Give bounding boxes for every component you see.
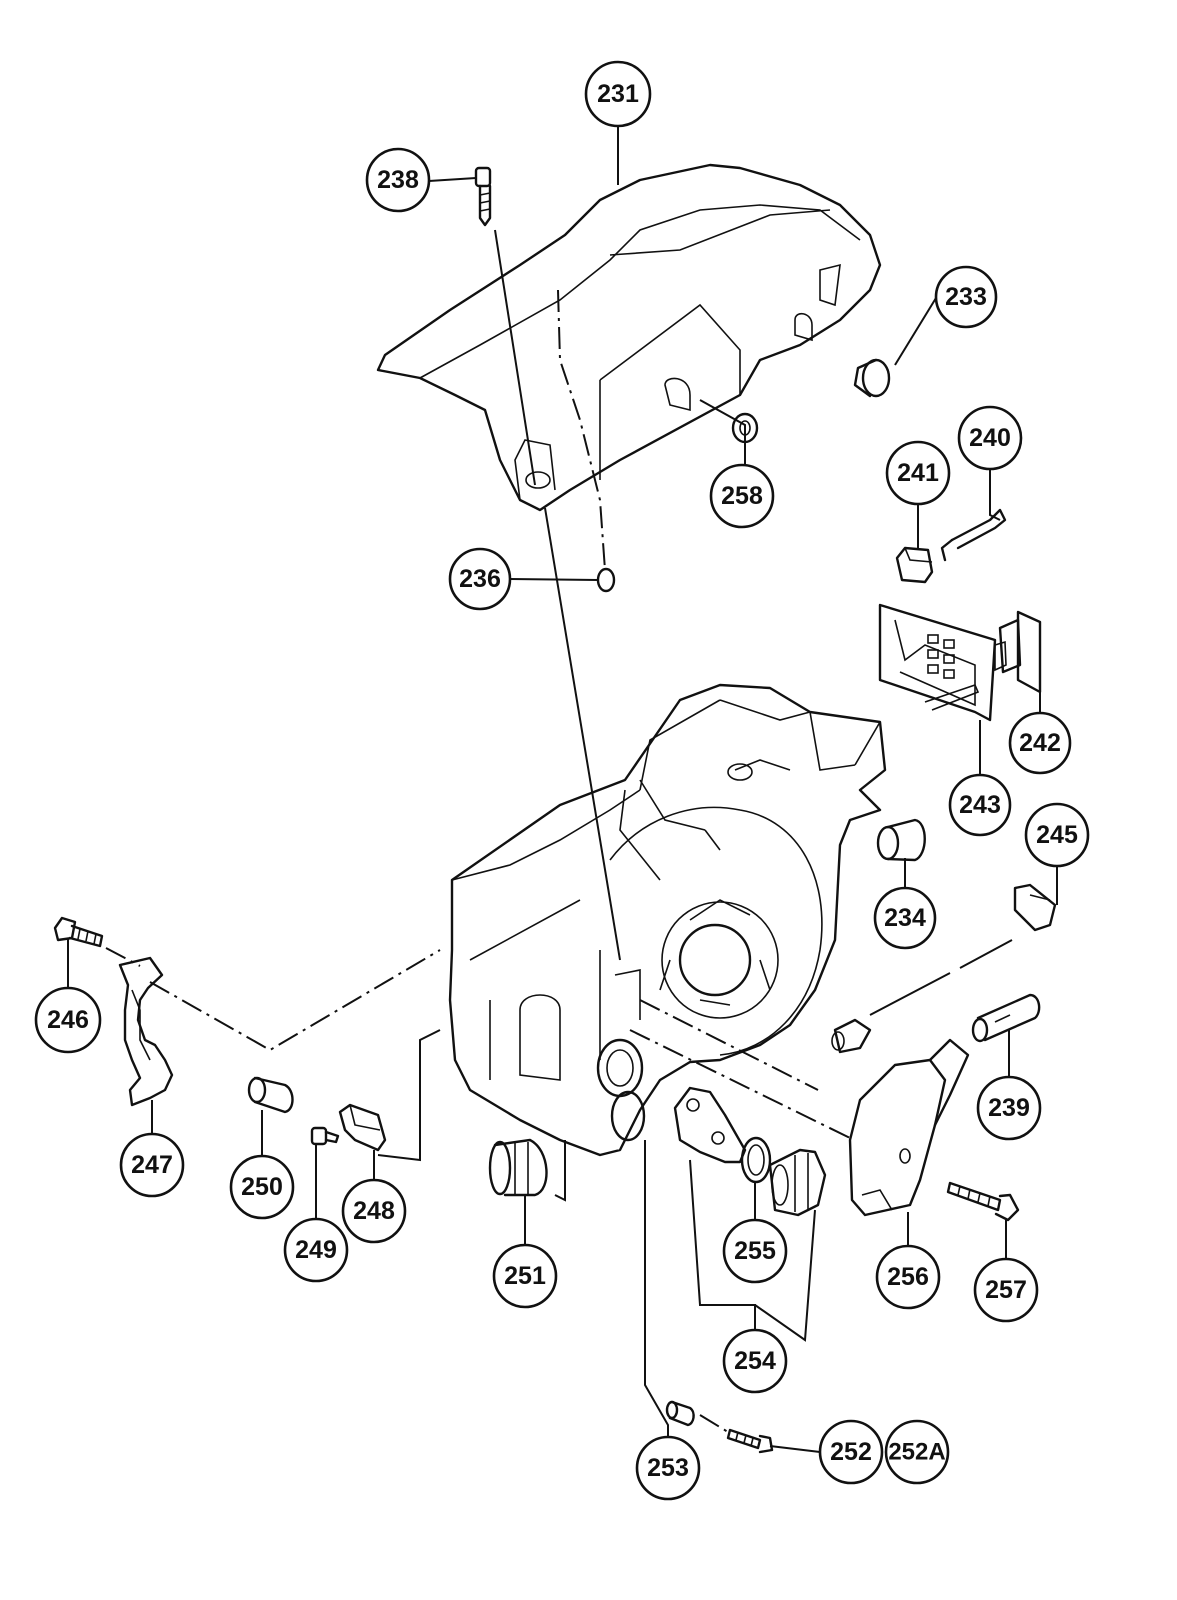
part-233-grommet (853, 358, 891, 398)
part-255-oring (740, 1136, 772, 1184)
callout-label: 233 (945, 283, 987, 311)
callout-label: 245 (1036, 821, 1078, 849)
callout-252a: 252A (884, 1419, 950, 1485)
leader-lines (67, 126, 1058, 1453)
callout-label: 250 (241, 1173, 283, 1201)
callout-label: 252A (888, 1439, 945, 1466)
callout-248: 248 (341, 1178, 407, 1244)
part-231-cover (376, 163, 882, 512)
part-253-pin (665, 1400, 695, 1427)
part-254-gasket (673, 1086, 747, 1164)
callout-234: 234 (873, 886, 937, 950)
callout-255: 255 (722, 1218, 788, 1284)
callout-label: 247 (131, 1151, 173, 1179)
callout-label: 257 (985, 1276, 1027, 1304)
callout-245: 245 (1024, 802, 1090, 868)
callout-label: 255 (734, 1237, 776, 1265)
part-245-wire (831, 883, 1057, 1054)
callout-236: 236 (448, 547, 512, 611)
part-246-bolt (53, 916, 104, 948)
part-252-screw (726, 1428, 774, 1454)
part-241-block (895, 546, 934, 584)
part-250-sleeve (247, 1076, 294, 1114)
part-238-screw (474, 166, 492, 227)
part-247-bracket (118, 956, 174, 1107)
part-257-bolt (946, 1181, 1020, 1222)
callout-251: 251 (492, 1243, 558, 1309)
part-crankcase (448, 683, 887, 1157)
part-242-switch (994, 610, 1042, 694)
part-pump-cap (768, 1148, 827, 1217)
callout-label: 242 (1019, 729, 1061, 757)
callout-253: 253 (635, 1435, 701, 1501)
part-251-bushing (488, 1138, 548, 1197)
callout-239: 239 (976, 1075, 1042, 1141)
part-234-damper (876, 818, 926, 862)
callout-256: 256 (875, 1244, 941, 1310)
callout-240: 240 (957, 405, 1023, 471)
callout-233: 233 (934, 265, 998, 329)
callout-label: 249 (295, 1236, 337, 1264)
callout-label: 258 (721, 482, 763, 510)
callout-241: 241 (885, 440, 951, 506)
callout-label: 243 (959, 791, 1001, 819)
callout-257: 257 (973, 1257, 1039, 1323)
callout-label: 239 (988, 1094, 1030, 1122)
callout-label: 238 (377, 166, 419, 194)
callout-249: 249 (283, 1217, 349, 1283)
callout-label: 234 (884, 904, 926, 932)
part-239-tube (971, 993, 1041, 1043)
callout-243: 243 (948, 773, 1012, 837)
callout-238: 238 (365, 147, 431, 213)
callout-label: 251 (504, 1262, 546, 1290)
part-240-spring (940, 508, 1007, 562)
callout-label: 240 (969, 424, 1011, 452)
callout-label: 256 (887, 1263, 929, 1291)
part-seal-rings (596, 1038, 646, 1142)
part-249-screw (310, 1126, 340, 1146)
callout-250: 250 (229, 1154, 295, 1220)
callout-label: 241 (897, 459, 939, 487)
callout-252: 252 (818, 1419, 884, 1485)
callout-231: 231 (584, 60, 652, 128)
callout-label: 252 (830, 1438, 872, 1466)
callout-label: 254 (734, 1347, 776, 1375)
callout-label: 231 (597, 80, 639, 108)
alignment-lines (105, 289, 851, 1433)
callout-247: 247 (119, 1132, 185, 1198)
callout-258: 258 (709, 463, 775, 529)
callout-label: 248 (353, 1197, 395, 1225)
part-256-cover (848, 1038, 970, 1217)
part-243-plate (878, 603, 997, 722)
callout-label: 236 (459, 565, 501, 593)
part-236-pin (596, 567, 616, 593)
callout-label: 246 (47, 1006, 89, 1034)
callout-label: 253 (647, 1454, 689, 1482)
callout-246: 246 (34, 986, 102, 1054)
callout-242: 242 (1008, 711, 1072, 775)
callout-254: 254 (722, 1328, 788, 1394)
part-248-clip (338, 1103, 387, 1152)
